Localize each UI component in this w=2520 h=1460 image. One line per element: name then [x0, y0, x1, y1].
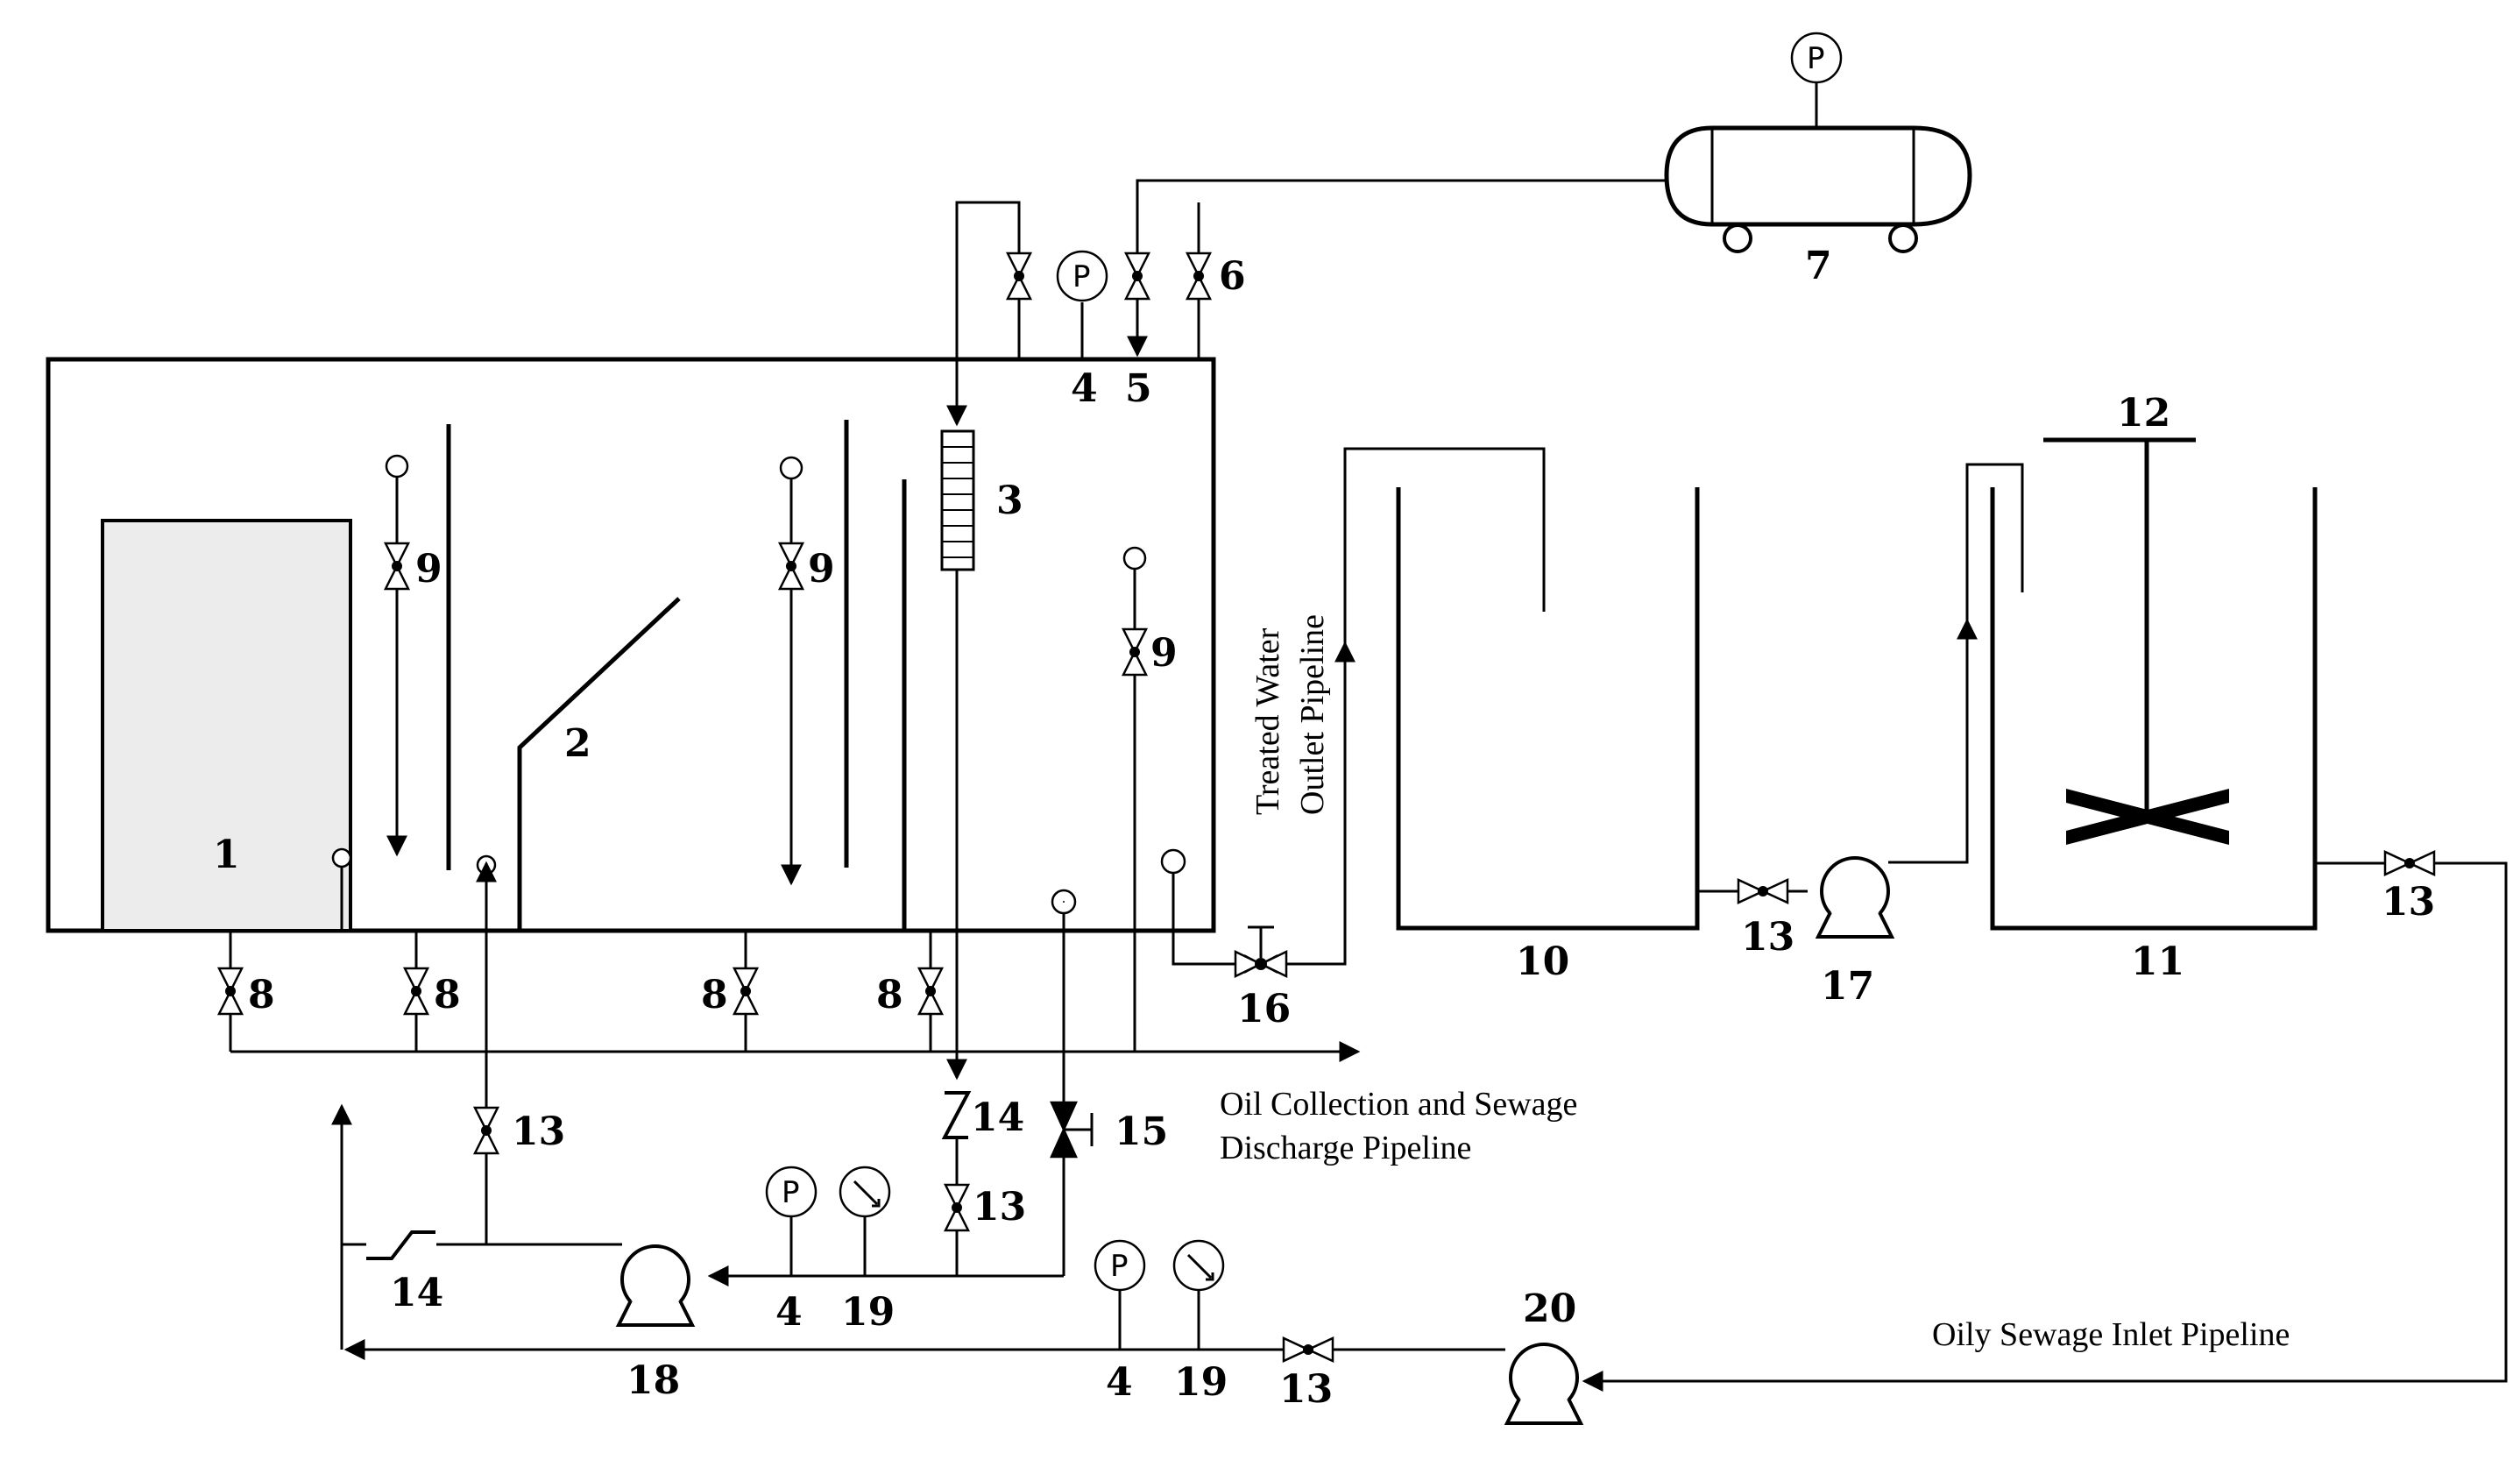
label-8d: 8	[876, 973, 903, 1017]
label-4-bottom: 4	[1106, 1360, 1133, 1405]
label-14a: 14	[390, 1271, 443, 1315]
label-16: 16	[1237, 987, 1291, 1031]
treated-water-label-1: Treated Water	[1249, 627, 1286, 815]
label-17: 17	[1821, 964, 1874, 1009]
chamber-1	[101, 519, 352, 932]
inclined-plate-2	[517, 597, 681, 931]
flotation-tank	[46, 357, 1216, 933]
pump-18	[617, 1244, 694, 1327]
svg-text:P: P	[1072, 259, 1091, 294]
label-13-mid: 13	[973, 1185, 1026, 1230]
label-10: 10	[1516, 939, 1569, 984]
tank-11	[1990, 487, 2318, 931]
label-7: 7	[1805, 244, 1832, 288]
oil-collection-label-1: Oil Collection and Sewage	[1220, 1086, 1577, 1123]
svg-text:P: P	[1110, 1249, 1129, 1284]
label-8a: 8	[248, 973, 275, 1017]
label-13-bottom: 13	[1279, 1367, 1333, 1412]
label-13-left: 13	[512, 1109, 565, 1154]
label-19b: 19	[1174, 1360, 1228, 1405]
label-9b: 9	[808, 547, 835, 592]
releaser-3	[940, 429, 975, 571]
label-8c: 8	[701, 973, 728, 1017]
oily-sewage-inlet-label: Oily Sewage Inlet Pipeline	[1932, 1316, 2290, 1353]
label-19a: 19	[841, 1290, 895, 1335]
label-8b: 8	[434, 973, 461, 1017]
label-9a: 9	[415, 547, 442, 592]
treated-water-label-2: Outlet Pipeline	[1294, 614, 1331, 815]
label-18: 18	[626, 1358, 680, 1403]
svg-text:P: P	[782, 1175, 800, 1210]
label-12: 12	[2117, 391, 2170, 436]
oil-collection-label-2: Discharge Pipeline	[1220, 1130, 1471, 1166]
label-5: 5	[1125, 366, 1152, 411]
label-11: 11	[2131, 939, 2184, 984]
pump-20	[1505, 1343, 1582, 1425]
label-4-mid: 4	[775, 1290, 803, 1335]
label-20: 20	[1523, 1286, 1576, 1331]
label-1: 1	[213, 833, 240, 877]
label-13-right: 13	[2382, 880, 2435, 925]
label-2: 2	[564, 721, 591, 766]
svg-text:P: P	[1807, 41, 1825, 76]
label-6: 6	[1219, 254, 1246, 299]
label-4-top: 4	[1071, 366, 1098, 411]
pump-17	[1816, 856, 1894, 939]
label-13-pump17: 13	[1741, 915, 1794, 960]
label-9c: 9	[1150, 631, 1178, 676]
label-3: 3	[996, 478, 1023, 523]
tank-10	[1396, 487, 1700, 931]
label-14b: 14	[971, 1095, 1024, 1140]
label-15: 15	[1115, 1109, 1168, 1154]
